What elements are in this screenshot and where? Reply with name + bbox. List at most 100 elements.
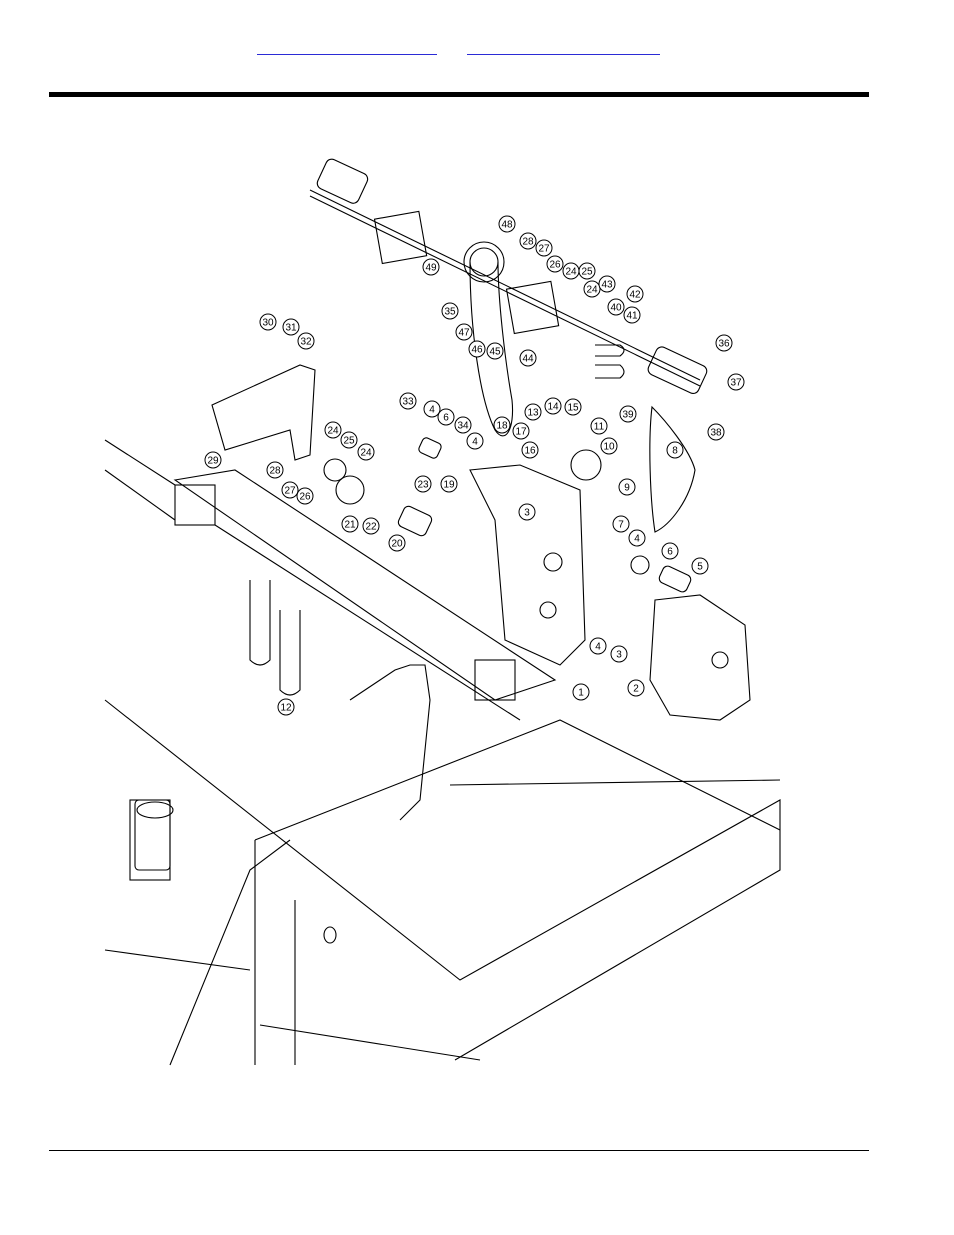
- callout-circle: [544, 397, 562, 415]
- callout-number: 4: [634, 534, 640, 545]
- callout-number: 23: [417, 480, 429, 491]
- callout-c36: 36: [715, 334, 733, 352]
- callout-circle: [455, 323, 473, 341]
- callout-circle: [399, 392, 417, 410]
- callout-number: 19: [443, 480, 455, 491]
- callout-circle: [204, 451, 222, 469]
- callout-c44: 44: [519, 349, 537, 367]
- callout-number: 28: [522, 237, 534, 248]
- callout-number: 34: [457, 421, 469, 432]
- callout-c39: 39: [619, 405, 637, 423]
- callout-c6b: 6: [661, 542, 679, 560]
- callout-number: 7: [618, 520, 624, 531]
- callout-circle: [727, 373, 745, 391]
- callout-circle: [324, 421, 342, 439]
- frame-drawing: [104, 158, 781, 1066]
- callout-number: 2: [633, 684, 639, 695]
- callout-number: 42: [629, 290, 641, 301]
- callout-number: 6: [667, 547, 673, 558]
- callout-c29: 29: [204, 451, 222, 469]
- callout-number: 21: [344, 520, 356, 531]
- callout-circle: [468, 340, 486, 358]
- callout-number: 48: [501, 220, 513, 231]
- callout-c16: 16: [521, 441, 539, 459]
- callout-c24d: 24: [583, 280, 601, 298]
- callout-circle: [486, 342, 504, 360]
- callout-c27b: 27: [535, 239, 553, 257]
- callout-c40: 40: [607, 298, 625, 316]
- callout-c3a: 3: [518, 503, 536, 521]
- callout-number: 46: [471, 345, 483, 356]
- callout-circle: [340, 431, 358, 449]
- callout-c31: 31: [282, 318, 300, 336]
- callout-circle: [281, 481, 299, 499]
- callout-circle: [626, 285, 644, 303]
- callout-c9: 9: [618, 478, 636, 496]
- callout-circle: [296, 487, 314, 505]
- callout-circle: [512, 422, 530, 440]
- callout-number: 27: [538, 244, 550, 255]
- parts-index-link[interactable]: [257, 38, 437, 55]
- callout-circle: [623, 306, 641, 324]
- callout-c2: 2: [627, 679, 645, 697]
- callout-circle: [607, 298, 625, 316]
- callout-number: 4: [595, 642, 601, 653]
- callout-c1: 1: [572, 683, 590, 701]
- callout-c23: 23: [414, 475, 432, 493]
- callout-number: 24: [360, 448, 372, 459]
- callout-number: 40: [610, 303, 622, 314]
- callout-circle: [266, 461, 284, 479]
- callout-number: 10: [603, 442, 615, 453]
- callout-number: 35: [444, 307, 456, 318]
- callout-number: 25: [343, 436, 355, 447]
- callout-number: 24: [586, 285, 598, 296]
- callout-circle: [572, 683, 590, 701]
- callout-number: 3: [616, 650, 622, 661]
- callout-circle: [691, 557, 709, 575]
- table-of-contents-link[interactable]: [467, 38, 660, 55]
- callout-number: 11: [594, 422, 605, 433]
- callout-circle: [518, 503, 536, 521]
- callout-circle: [619, 405, 637, 423]
- callout-c19: 19: [440, 475, 458, 493]
- callout-number: 41: [626, 311, 638, 322]
- callout-circle: [610, 645, 628, 663]
- callout-circle: [628, 529, 646, 547]
- callout-c20: 20: [388, 534, 406, 552]
- callout-c45: 45: [486, 342, 504, 360]
- callout-number: 37: [730, 378, 742, 389]
- callout-c38: 38: [707, 423, 725, 441]
- callout-c30: 30: [259, 313, 277, 331]
- callout-circle: [627, 679, 645, 697]
- callout-c47: 47: [455, 323, 473, 341]
- callout-circle: [259, 313, 277, 331]
- callout-c24c: 24: [562, 262, 580, 280]
- callout-number: 5: [697, 562, 703, 573]
- callout-circle: [598, 275, 616, 293]
- callout-number: 3: [524, 508, 530, 519]
- callout-c26a: 26: [296, 487, 314, 505]
- callout-circle: [388, 534, 406, 552]
- callout-c43: 43: [598, 275, 616, 293]
- header-rule: [49, 92, 869, 97]
- callout-circle: [564, 398, 582, 416]
- callout-circle: [546, 255, 564, 273]
- callout-c17: 17: [512, 422, 530, 440]
- callout-number: 49: [425, 263, 437, 274]
- callout-number: 24: [565, 267, 577, 278]
- callout-c15: 15: [564, 398, 582, 416]
- callout-c11: 11: [590, 417, 608, 435]
- callout-c22: 22: [362, 517, 380, 535]
- callout-circle: [357, 443, 375, 461]
- callout-circle: [437, 408, 455, 426]
- callout-c3b: 3: [610, 645, 628, 663]
- callout-c27a: 27: [281, 481, 299, 499]
- callout-circle: [441, 302, 459, 320]
- header-links: [0, 38, 954, 58]
- callout-number: 25: [581, 267, 593, 278]
- callout-c46: 46: [468, 340, 486, 358]
- callout-circle: [666, 441, 684, 459]
- callout-circle: [466, 432, 484, 450]
- callout-c35: 35: [441, 302, 459, 320]
- callout-circle: [519, 232, 537, 250]
